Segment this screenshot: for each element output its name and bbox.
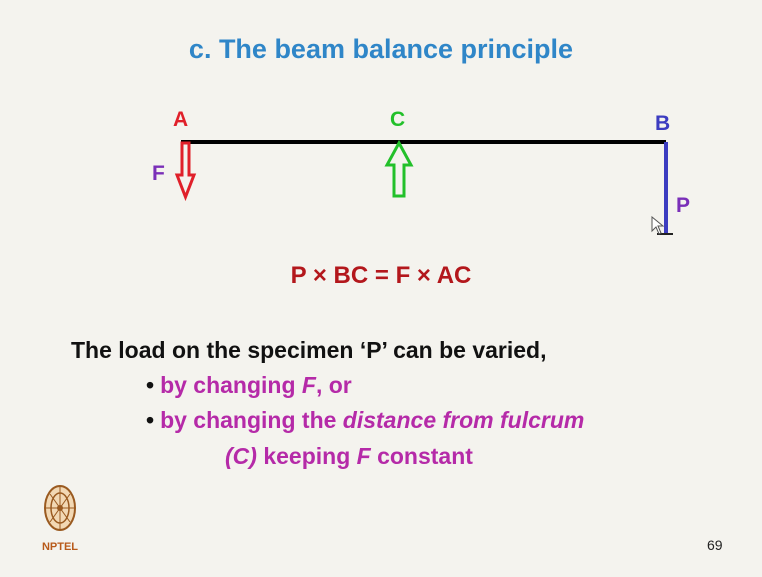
label-a: A bbox=[173, 108, 189, 131]
label-c: C bbox=[390, 108, 406, 131]
nptel-logo: NPTEL bbox=[42, 485, 78, 553]
label-b: B bbox=[655, 112, 671, 135]
slide-title: c. The beam balance principle bbox=[188, 34, 574, 64]
page-number: 69 bbox=[707, 537, 723, 553]
label-p: P bbox=[676, 194, 691, 217]
mouse-cursor-icon bbox=[651, 216, 665, 235]
bullet-1: •by changing F, or bbox=[146, 372, 352, 398]
bullet-2-continued: (C) keeping F constant bbox=[225, 443, 473, 469]
bullet-dot: • bbox=[146, 372, 155, 398]
nptel-logo-text: NPTEL bbox=[42, 541, 78, 553]
equation: P × BC = F × AC bbox=[290, 262, 472, 289]
bullet-2: •by changing the distance from fulcrum bbox=[146, 407, 585, 433]
label-f: F bbox=[152, 162, 165, 185]
bullet-dot: • bbox=[146, 407, 155, 433]
force-f-arrow bbox=[174, 141, 197, 202]
statement: The load on the specimen ‘P’ can be vari… bbox=[71, 337, 547, 363]
fulcrum-arrow bbox=[384, 139, 414, 198]
